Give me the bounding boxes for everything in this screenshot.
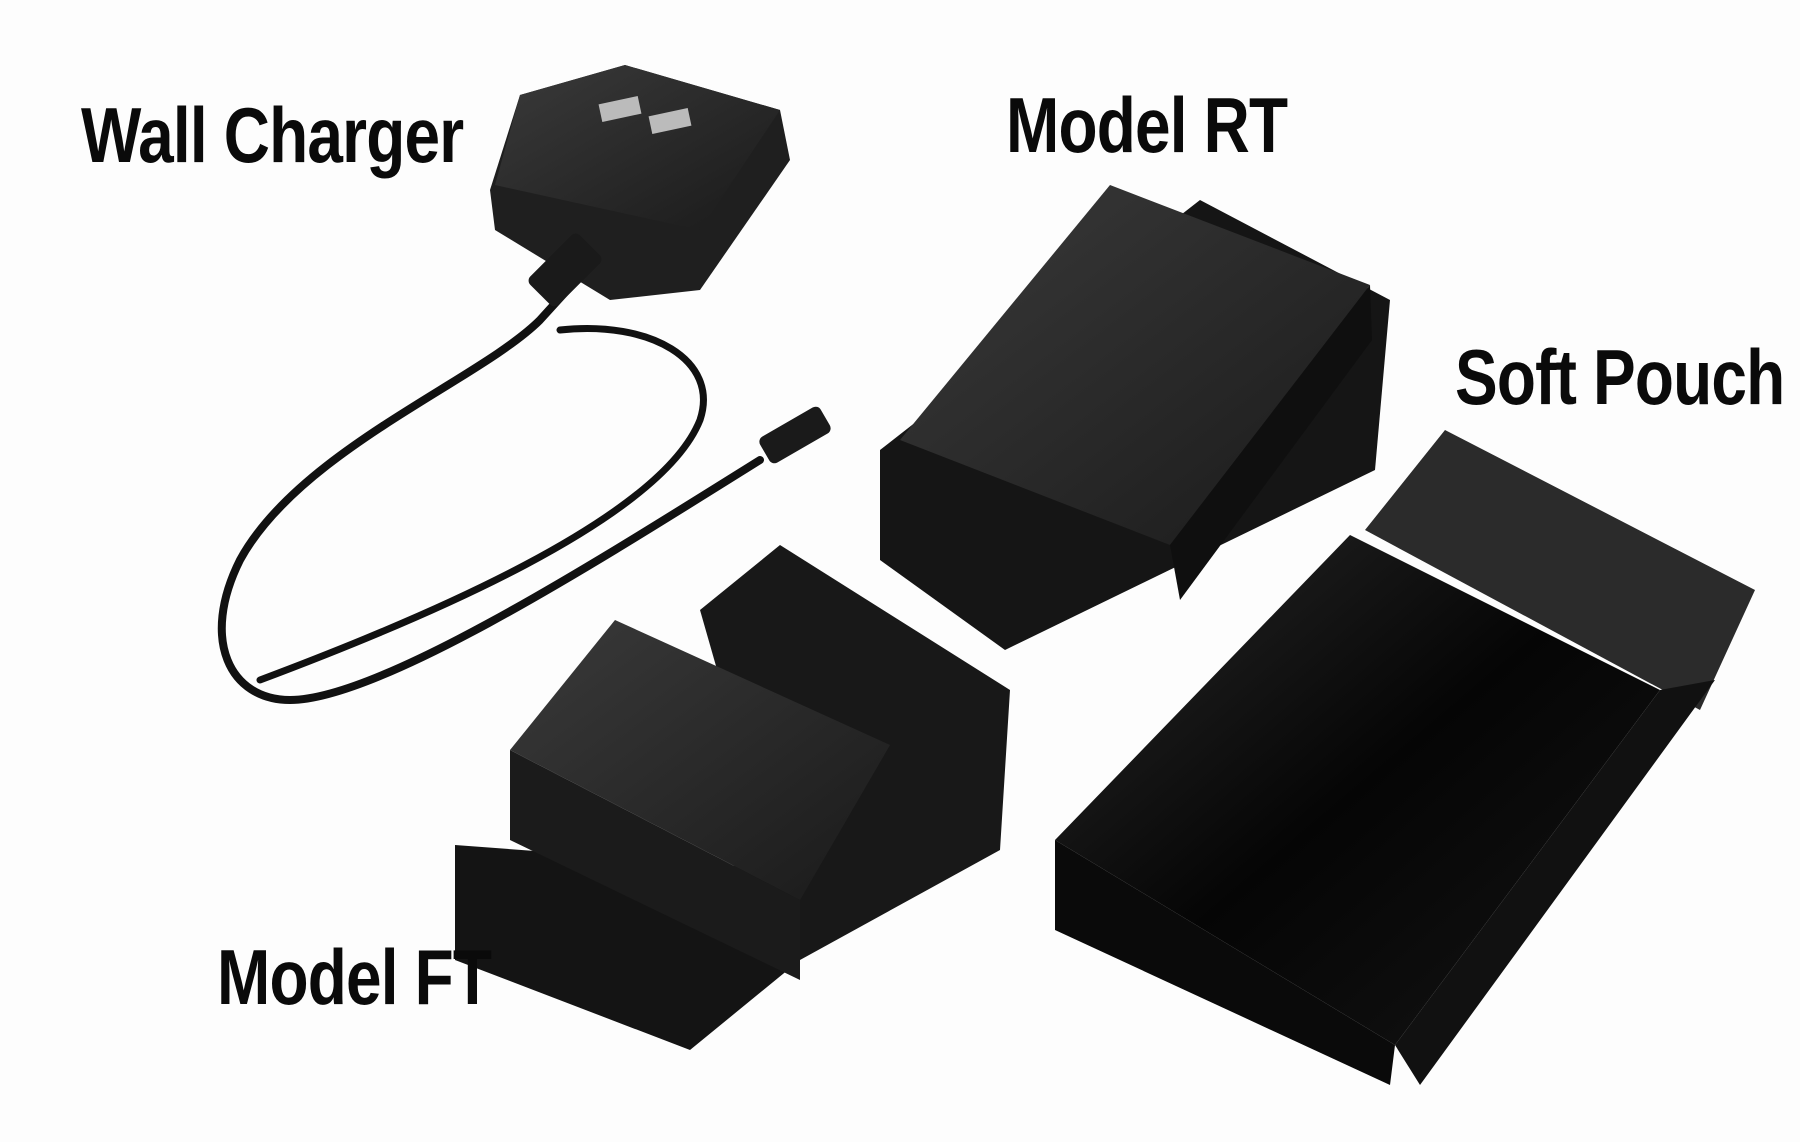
label-model-rt: Model RT: [1006, 81, 1288, 169]
label-soft-pouch: Soft Pouch: [1455, 333, 1785, 421]
wall-charger: [490, 65, 790, 300]
soft-pouch: [1055, 430, 1755, 1085]
model-rt-case: [880, 185, 1390, 650]
label-wall-charger: Wall Charger: [81, 91, 464, 179]
usb-cable: [217, 233, 831, 705]
label-model-ft: Model FT: [217, 933, 492, 1021]
model-ft-case: [455, 545, 1010, 1050]
